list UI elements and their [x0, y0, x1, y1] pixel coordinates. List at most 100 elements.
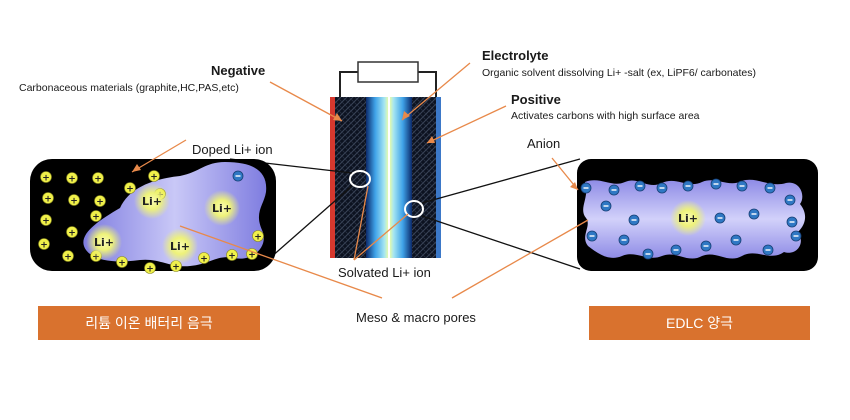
svg-text:+: + [40, 241, 48, 251]
svg-text:Li+: Li+ [142, 195, 162, 208]
lithium-ion-large: Li+ [204, 190, 240, 226]
lithium-ion-small: + [62, 250, 74, 263]
svg-text:Li+: Li+ [170, 240, 190, 253]
pores-label: Meso & macro pores [356, 310, 476, 325]
svg-text:Li+: Li+ [94, 236, 114, 249]
anion [762, 244, 774, 256]
wire-left [339, 71, 358, 97]
electrolyte-desc: Organic solvent dissolving Li+ -salt (ex… [482, 67, 756, 79]
lithium-ion-small: + [66, 172, 78, 185]
arrowhead [570, 182, 578, 190]
negative-title: Negative [211, 63, 266, 78]
arrowhead [402, 111, 410, 120]
lithium-ion-small: + [90, 210, 102, 223]
anion [790, 230, 802, 242]
solvated-ion-label: Solvated Li+ ion [338, 265, 431, 280]
resistor [357, 61, 419, 83]
arrowhead [132, 164, 141, 172]
svg-text:+: + [254, 233, 262, 243]
svg-text:+: + [92, 213, 100, 223]
anion [682, 180, 694, 192]
arrowhead [427, 136, 435, 143]
lithium-ion-small: + [40, 171, 52, 184]
svg-text:+: + [172, 263, 180, 273]
anion [748, 208, 760, 220]
anion [730, 234, 742, 246]
positive-title: Positive [511, 92, 561, 107]
svg-text:+: + [64, 253, 72, 263]
anion [608, 184, 620, 196]
positive-desc: Activates carbons with high surface area [511, 110, 700, 122]
battery-cell [330, 61, 441, 258]
lithium-ion-small: + [144, 262, 156, 275]
anion [580, 182, 592, 194]
wire-right [418, 71, 437, 97]
anion [232, 170, 244, 182]
lithium-ion-small: + [148, 170, 160, 183]
lithium-ion-small: + [116, 256, 128, 269]
svg-text:+: + [96, 198, 104, 208]
svg-text:Li+: Li+ [678, 212, 698, 225]
svg-text:+: + [94, 175, 102, 185]
zoom-line [421, 158, 581, 204]
lithium-ion-large: Li+ [134, 183, 170, 219]
anion [634, 180, 646, 192]
anion [714, 212, 726, 224]
lithium-ion-small: + [38, 238, 50, 251]
cathode-caption-button[interactable]: EDLC 양극 [589, 306, 810, 340]
svg-text:Li+: Li+ [212, 202, 232, 215]
svg-text:+: + [118, 259, 126, 269]
svg-text:+: + [200, 255, 208, 265]
anion [656, 182, 668, 194]
positive-collector [436, 97, 441, 258]
anion [670, 244, 682, 256]
lithium-ion-small: + [124, 182, 136, 195]
lithium-ion-large: Li+ [86, 224, 122, 260]
anion [600, 200, 612, 212]
svg-text:+: + [70, 197, 78, 207]
negative-zoom-circle [349, 170, 371, 188]
anion [586, 230, 598, 242]
svg-text:+: + [42, 217, 50, 227]
anion [764, 182, 776, 194]
lithium-ion-small: + [92, 172, 104, 185]
anion [736, 180, 748, 192]
svg-text:+: + [68, 229, 76, 239]
arrow-heads [132, 111, 578, 190]
lithium-ion-large: Li+ [162, 228, 198, 264]
pointer-arrows [131, 62, 589, 299]
anion [700, 240, 712, 252]
svg-text:+: + [44, 195, 52, 205]
arrow-negative [269, 81, 343, 122]
anion [642, 248, 654, 260]
anion [618, 234, 630, 246]
lithium-ion-small: + [42, 192, 54, 205]
lithium-ion-large: Li+ [670, 200, 706, 236]
zoom-lines [229, 158, 581, 270]
ion-layer: ++++++++++++++++++++++Li+Li+Li+Li+Li+ [38, 170, 802, 275]
arrow-pores-left [179, 225, 383, 299]
anion [784, 194, 796, 206]
anode-caption-button[interactable]: 리튬 이온 배터리 음극 [38, 306, 260, 340]
svg-text:+: + [228, 252, 236, 262]
arrow-pores-right [451, 219, 589, 299]
svg-text:+: + [42, 174, 50, 184]
arrow-positive [426, 105, 507, 144]
lithium-ion-small: + [198, 252, 210, 265]
svg-text:+: + [150, 173, 158, 183]
svg-text:+: + [248, 251, 256, 261]
negative-desc: Carbonaceous materials (graphite,HC,PAS,… [19, 82, 239, 94]
anion [786, 216, 798, 228]
arrow-doped-ion [131, 139, 187, 173]
zoom-line [421, 215, 581, 270]
arrow-electrolyte [401, 62, 471, 121]
positive-electrode [412, 97, 436, 258]
svg-text:+: + [126, 185, 134, 195]
electrolyte-title: Electrolyte [482, 48, 549, 63]
lithium-ion-small: + [40, 214, 52, 227]
svg-text:+: + [146, 265, 154, 275]
arrow-solvated-right [353, 213, 409, 261]
lithium-ion-small: + [68, 194, 80, 207]
zoom-line [261, 185, 353, 266]
